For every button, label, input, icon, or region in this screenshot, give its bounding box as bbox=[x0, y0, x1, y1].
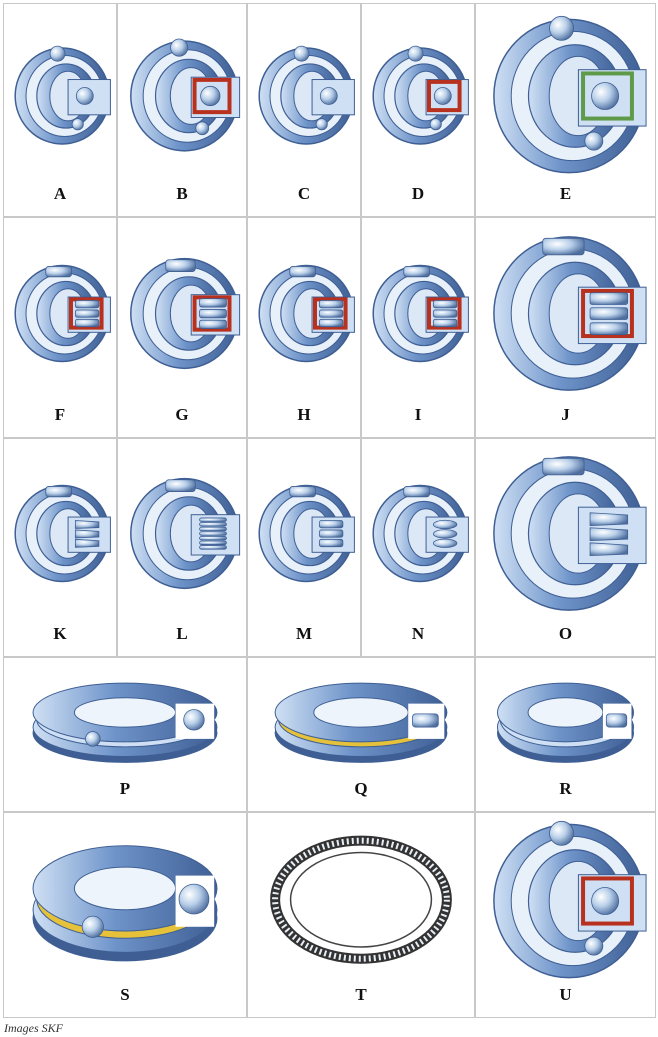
bearing-G-drawing bbox=[130, 257, 241, 370]
bearing-cell-p: P bbox=[3, 657, 247, 812]
bearing-label: Q bbox=[354, 779, 368, 798]
bearing-d-illustration bbox=[372, 45, 469, 145]
bearing-cell-u: U bbox=[475, 812, 656, 1018]
bearing-E-drawing bbox=[493, 15, 647, 174]
bearing-e-illustration bbox=[493, 15, 647, 174]
bearing-cell-s: S bbox=[3, 812, 247, 1018]
bearing-cell-a: A bbox=[3, 3, 117, 217]
bearing-label: I bbox=[414, 405, 422, 424]
bearing-cell-r: R bbox=[475, 657, 656, 812]
bearing-a-illustration bbox=[14, 45, 111, 145]
bearing-cell-e: E bbox=[475, 3, 656, 217]
bearing-cell-c: C bbox=[247, 3, 361, 217]
bearing-U-drawing bbox=[493, 820, 647, 979]
bearing-H-drawing bbox=[258, 264, 355, 363]
bearing-label: N bbox=[411, 624, 425, 643]
bearing-cell-l: L bbox=[117, 438, 247, 657]
bearing-Q-drawing bbox=[274, 682, 448, 763]
bearing-p-illustration bbox=[32, 682, 218, 763]
bearing-label: O bbox=[558, 624, 573, 643]
bearing-j-illustration bbox=[493, 236, 647, 391]
bearing-cell-h: H bbox=[247, 217, 361, 438]
bearing-r-illustration bbox=[496, 682, 635, 763]
bearing-label: U bbox=[559, 985, 572, 1004]
bearing-label: S bbox=[120, 985, 130, 1004]
bearing-i-illustration bbox=[372, 264, 469, 363]
bearing-label: F bbox=[54, 405, 66, 424]
bearing-label: T bbox=[355, 985, 367, 1004]
bearing-label: A bbox=[53, 184, 67, 203]
bearing-M-drawing bbox=[258, 484, 355, 583]
bearing-cell-n: N bbox=[361, 438, 475, 657]
bearing-o-illustration bbox=[493, 456, 647, 611]
bearing-label: H bbox=[297, 405, 311, 424]
bearing-P-drawing bbox=[32, 682, 218, 763]
bearing-k-illustration bbox=[14, 484, 111, 583]
bearing-label: R bbox=[559, 779, 572, 798]
bearing-F-drawing bbox=[14, 264, 111, 363]
bearing-m-illustration bbox=[258, 484, 355, 583]
bearing-K-drawing bbox=[14, 484, 111, 583]
bearing-I-drawing bbox=[372, 264, 469, 363]
bearing-c-illustration bbox=[258, 45, 355, 145]
bearing-n-illustration bbox=[372, 484, 469, 583]
bearing-cell-q: Q bbox=[247, 657, 475, 812]
bearing-label: L bbox=[176, 624, 188, 643]
bearing-A-drawing bbox=[14, 45, 111, 145]
bearing-l-illustration bbox=[130, 477, 241, 590]
bearing-L-drawing bbox=[130, 477, 241, 590]
bearing-cell-i: I bbox=[361, 217, 475, 438]
bearing-cell-m: M bbox=[247, 438, 361, 657]
bearing-label: B bbox=[176, 184, 188, 203]
bearing-C-drawing bbox=[258, 45, 355, 145]
bearing-cell-k: K bbox=[3, 438, 117, 657]
bearing-cell-j: J bbox=[475, 217, 656, 438]
bearing-s-illustration bbox=[32, 845, 218, 962]
bearing-cell-f: F bbox=[3, 217, 117, 438]
bearing-J-drawing bbox=[493, 236, 647, 391]
bearing-label: K bbox=[53, 624, 67, 643]
bearing-label: M bbox=[295, 624, 313, 643]
bearing-label: G bbox=[175, 405, 189, 424]
bearing-g-illustration bbox=[130, 257, 241, 370]
bearing-u-illustration bbox=[493, 820, 647, 979]
bearing-label: E bbox=[559, 184, 572, 203]
bearing-b-illustration bbox=[130, 38, 241, 152]
bearing-cell-t: T bbox=[247, 812, 475, 1018]
bearing-S-drawing bbox=[32, 845, 218, 962]
bearing-q-illustration bbox=[274, 682, 448, 763]
bearing-D-drawing bbox=[372, 45, 469, 145]
bearing-f-illustration bbox=[14, 264, 111, 363]
bearing-label: P bbox=[119, 779, 131, 798]
bearing-cell-g: G bbox=[117, 217, 247, 438]
bearing-cell-d: D bbox=[361, 3, 475, 217]
bearing-h-illustration bbox=[258, 264, 355, 363]
bearing-label: C bbox=[297, 184, 311, 203]
image-credit: Images SKF bbox=[4, 1021, 63, 1035]
bearing-label: J bbox=[561, 405, 570, 424]
bearing-N-drawing bbox=[372, 484, 469, 583]
bearing-cell-b: B bbox=[117, 3, 247, 217]
bearing-T-drawing bbox=[270, 835, 452, 964]
bearing-O-drawing bbox=[493, 456, 647, 611]
bearing-label: D bbox=[411, 184, 425, 203]
bearing-B-drawing bbox=[130, 38, 241, 152]
bearing-t-illustration bbox=[270, 835, 452, 964]
bearing-R-drawing bbox=[496, 682, 635, 763]
bearing-cell-o: O bbox=[475, 438, 656, 657]
